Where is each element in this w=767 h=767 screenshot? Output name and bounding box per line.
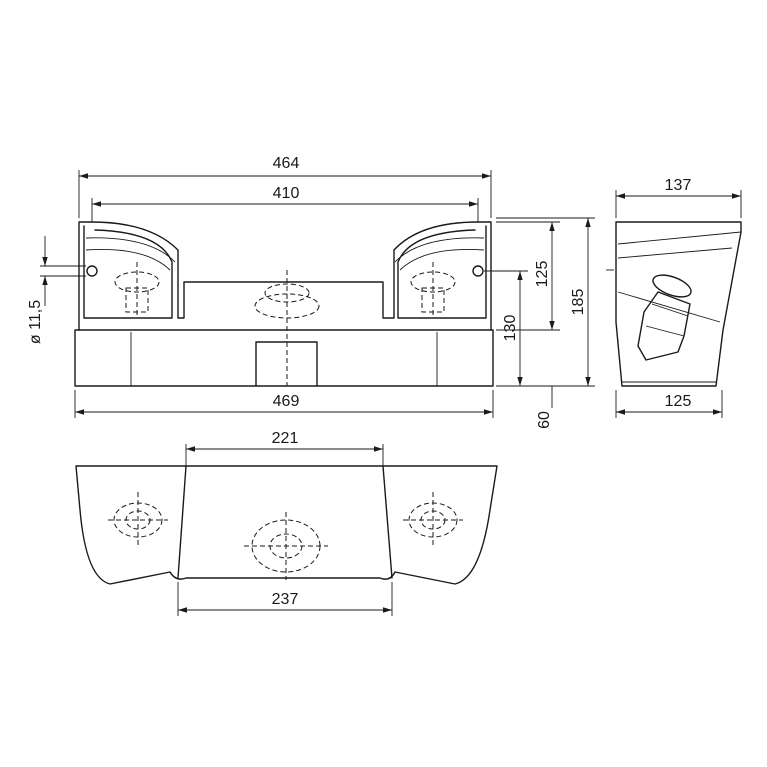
- dim-137-label: 137: [665, 177, 692, 194]
- side-outline: [615, 221, 742, 387]
- front-hidden-fastener-center: [254, 270, 320, 386]
- dim-125-label: 125: [534, 261, 551, 288]
- front-dimensions: [40, 170, 595, 418]
- side-slope-3: [617, 291, 721, 323]
- plan-dimensions: [177, 444, 393, 616]
- front-view: [74, 221, 494, 387]
- dim-125-side-label: 125: [665, 393, 692, 410]
- front-left-saddle-inner: [85, 237, 176, 263]
- front-left-saddle-curve: [83, 225, 173, 319]
- front-hidden-fastener-right: [410, 262, 456, 318]
- plan-center-left-edge: [177, 465, 187, 579]
- dim-410-label: 410: [273, 185, 300, 202]
- side-slope-2: [617, 247, 733, 259]
- dim-130-label: 130: [502, 315, 519, 342]
- front-hidden-fastener-left: [114, 262, 160, 318]
- side-dimension-labels: 137 125: [665, 177, 692, 410]
- side-fastener: [637, 274, 692, 361]
- side-view: [606, 221, 742, 387]
- dim-237-label: 237: [272, 591, 299, 608]
- plan-dimension-labels: 221 237: [272, 430, 299, 608]
- front-right-saddle-inner-2: [399, 249, 485, 271]
- plan-hidden-hole-right: [403, 492, 463, 548]
- plan-center-right-edge: [382, 465, 393, 579]
- dim-60-label: 60: [536, 411, 553, 429]
- plan-hidden-hole-center: [244, 512, 328, 580]
- side-top-slope: [617, 231, 742, 245]
- plan-view: [75, 465, 498, 585]
- front-center-notch: [255, 341, 318, 387]
- left-mounting-hole: [86, 265, 98, 277]
- front-right-saddle-inner: [394, 237, 485, 263]
- front-right-saddle-curve: [397, 225, 487, 319]
- front-dimension-labels: 464 410 469 ø 11,5 130 125 185 60: [27, 155, 587, 429]
- dim-185-label: 185: [570, 289, 587, 316]
- dim-221-label: 221: [272, 430, 299, 447]
- front-upper-body: [78, 221, 492, 331]
- dim-464-label: 464: [273, 155, 300, 172]
- right-mounting-hole: [472, 265, 484, 277]
- dim-hole-diameter-label: ø 11,5: [27, 300, 44, 344]
- side-dimensions: [615, 190, 742, 418]
- front-left-saddle-inner-2: [85, 249, 171, 271]
- front-base-outline: [74, 329, 494, 387]
- plan-hidden-hole-left: [108, 492, 168, 548]
- dim-469-label: 469: [273, 393, 300, 410]
- plan-outline: [75, 465, 498, 585]
